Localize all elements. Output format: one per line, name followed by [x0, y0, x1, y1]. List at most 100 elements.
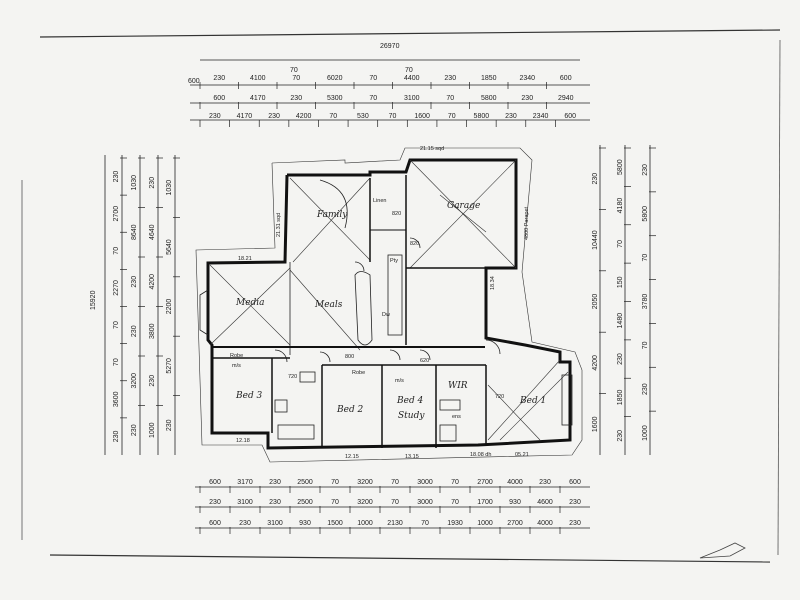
bed1-hip-3 — [487, 384, 541, 441]
kitchen-island — [354, 271, 373, 346]
dim-value: 3200 — [357, 499, 373, 506]
dim-value: 2130 — [387, 520, 403, 527]
room-label-media: Media — [235, 298, 265, 308]
meals-hip — [289, 269, 361, 351]
dim-value: 4000 — [507, 479, 523, 486]
dim-value: 3100 — [404, 95, 420, 102]
top-dim-extra-0: 600 — [188, 78, 200, 85]
dim-value: 1000 — [477, 520, 493, 527]
dim-value: 10440 — [592, 230, 599, 250]
roof-note-bed3: 12.18 — [236, 438, 250, 444]
dim-value: 600 — [569, 479, 581, 486]
dim-value: 1600 — [414, 113, 430, 120]
dim-value: 70 — [329, 113, 337, 120]
door-swing-bed2 — [389, 349, 401, 361]
dim-value: 70 — [451, 499, 459, 506]
dim-value: 70 — [421, 520, 429, 527]
dim-value: 70 — [451, 479, 459, 486]
door-swing-garage — [409, 237, 421, 249]
room-label-bed3: Bed 3 — [235, 391, 263, 401]
bed1-window — [561, 374, 573, 426]
dim-value: 4200 — [149, 274, 156, 290]
dim-value: 530 — [357, 113, 369, 120]
dim-value: 3780 — [642, 294, 649, 310]
dim-value: 2500 — [297, 499, 313, 506]
dim-value: 230 — [539, 479, 551, 486]
bed1-hip-2 — [499, 371, 569, 441]
dim-value: 3100 — [267, 520, 283, 527]
dim-value: 230 — [131, 424, 138, 436]
door-swing-bed3 — [274, 349, 288, 363]
external-walls — [206, 158, 572, 450]
dim-value: 230 — [113, 171, 120, 183]
dim-value: 600 — [213, 95, 225, 102]
media-bay-window — [199, 289, 209, 336]
dim-value: 230 — [290, 95, 302, 102]
door-swing-bed1 — [485, 339, 501, 355]
parapet-note: 4800 Parapet — [524, 207, 530, 240]
dim-value: 1000 — [149, 422, 156, 438]
dim-value: 4200 — [592, 355, 599, 371]
dim-value: 70 — [642, 254, 649, 262]
dim-value: 70 — [448, 113, 456, 120]
dim-value: 1850 — [481, 75, 497, 82]
dim-value: 600 — [564, 113, 576, 120]
garage-hip-2 — [409, 159, 517, 269]
dim-value: 600 — [209, 479, 221, 486]
dim-value: 1000 — [642, 425, 649, 441]
overall-depth-dim: 15920 — [90, 290, 97, 310]
dim-value: 3200 — [357, 479, 373, 486]
room-label-bed1: Bed 1 — [519, 396, 546, 406]
media-hip — [209, 264, 291, 346]
top-dim-extra-2: 70 — [405, 67, 413, 74]
dim-value: 3170 — [237, 479, 253, 486]
room-labels: Family Garage Media Meals Bed 3 Bed 2 Be… — [230, 198, 546, 421]
robe-ms-1: m/s — [232, 363, 241, 369]
dim-value: 1930 — [447, 520, 463, 527]
dim-value: 5800 — [642, 206, 649, 222]
room-label-dw: Dw — [382, 312, 390, 318]
room-label-study: Study — [398, 411, 425, 421]
dim-value: 230 — [592, 173, 599, 185]
family-hip-1 — [289, 177, 371, 261]
roof-note-bed1b: 05.21 — [515, 452, 529, 458]
dim-value: 70 — [391, 499, 399, 506]
roof-note-bed4: 13.15 — [405, 454, 419, 460]
dim-value: 2200 — [166, 299, 173, 315]
garage-ridge — [439, 194, 487, 233]
dim-value: 4170 — [237, 113, 253, 120]
dim-value: 4170 — [250, 95, 266, 102]
dim-value: 3000 — [417, 499, 433, 506]
dim-value: 230 — [505, 113, 517, 120]
room-label-family: Family — [316, 210, 348, 220]
dim-value: 2270 — [113, 280, 120, 296]
dim-value: 2700 — [477, 479, 493, 486]
floor-plan — [195, 147, 583, 463]
dim-value: 3800 — [149, 323, 156, 339]
basin-ens — [439, 399, 461, 411]
dim-value: 2050 — [592, 294, 599, 310]
dim-value: 230 — [209, 499, 221, 506]
dim-value: 4640 — [149, 224, 156, 240]
room-label-pantry: Pty — [390, 258, 398, 264]
dim-value: 230 — [149, 177, 156, 189]
dim-value: 4100 — [250, 75, 266, 82]
dim-value: 2500 — [297, 479, 313, 486]
door-swing-bed4 — [419, 349, 431, 361]
dim-value: 70 — [617, 240, 624, 248]
dim-value: 5800 — [481, 95, 497, 102]
dim-value: 70 — [369, 95, 377, 102]
top-dim-extra-1: 70 — [290, 67, 298, 74]
dim-value: 1500 — [327, 520, 343, 527]
dim-value: 70 — [292, 75, 300, 82]
room-label-linen: Linen — [373, 198, 386, 204]
dim-value: 5640 — [166, 239, 173, 255]
